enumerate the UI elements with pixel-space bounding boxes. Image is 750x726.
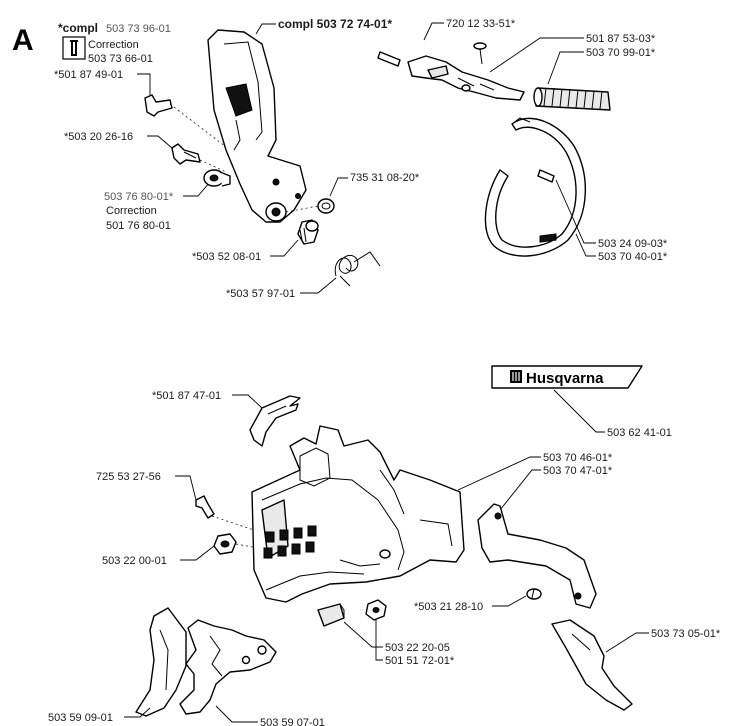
husqvarna-decal-503-62-41-01: Husqvarna <box>491 365 643 389</box>
side-plate-503-70-47-01 <box>477 503 597 609</box>
screw-725-53-27-56 <box>195 495 215 519</box>
label-503-57-97-01: *503 57 97-01 <box>226 288 295 300</box>
label-735-31-08-20: 735 31 08-20* <box>350 172 420 184</box>
label-503-62-41-01: 503 62 41-01 <box>607 427 672 439</box>
label-503-20-26-16: *503 20 26-16 <box>64 131 133 143</box>
bushing-503-76-80-01 <box>203 169 231 187</box>
label-compl-503-72-74-01: compl 503 72 74-01* <box>278 17 392 31</box>
cover-plate-503-73-05-01 <box>551 619 633 711</box>
label-503-21-28-10: *503 21 28-10 <box>414 601 483 613</box>
label-725-53-27-56: 725 53 27-56 <box>96 471 161 483</box>
brake-lever-501-87-53-03 <box>407 55 525 101</box>
circlip-735-31-08-20 <box>317 198 335 214</box>
label-501-87-49-01: *501 87 49-01 <box>54 69 123 81</box>
label-503-73-05-01: 503 73 05-01* <box>651 628 721 640</box>
label-503-70-46-01: 503 70 46-01* <box>543 452 613 464</box>
label-503-59-07-01: 503 59 07-01 <box>260 717 325 726</box>
label-compl-1-number: 503 73 96-01 <box>106 23 171 35</box>
label-503-70-47-01: 503 70 47-01* <box>543 465 613 477</box>
clutch-cover-503-70-46-01 <box>251 425 465 603</box>
label-503-22-20-05: 503 22 20-05 <box>385 642 450 654</box>
label-correction-2-number: 501 76 80-01 <box>106 220 171 232</box>
screw-503-20-26-16 <box>171 143 201 165</box>
label-503-52-08-01: *503 52 08-01 <box>192 251 261 263</box>
guard-plate-503-59-09-01 <box>135 607 187 717</box>
pin-501-87-49-01 <box>144 94 173 117</box>
label-correction-1-number: 503 73 66-01 <box>88 53 153 65</box>
sleeve-503-52-08-01 <box>297 219 319 245</box>
label-503-70-99-01: 503 70 99-01* <box>586 47 656 59</box>
rivet-503-24-09-03 <box>537 169 555 183</box>
nut-503-22-00-01 <box>213 533 237 555</box>
label-503-24-09-03: 503 24 09-03* <box>598 238 668 250</box>
pin-small <box>377 51 401 67</box>
label-503-70-40-01: 503 70 40-01* <box>598 251 668 263</box>
wrench-icon <box>62 36 86 60</box>
screw-720-12-33-51 <box>473 42 487 65</box>
label-503-22-00-01: 503 22 00-01 <box>102 555 167 567</box>
brake-band-503-70-40-01 <box>484 117 587 257</box>
chain-catcher-503-22-20-05 <box>317 603 345 627</box>
brand-name: Husqvarna <box>526 370 604 387</box>
label-501-87-47-01: *501 87 47-01 <box>152 390 221 402</box>
label-501-51-72-01: 501 51 72-01* <box>385 655 455 667</box>
label-501-87-53-03: 501 87 53-03* <box>586 33 656 45</box>
label-correction-1: Correction <box>88 39 139 51</box>
section-letter: A <box>12 24 34 57</box>
coil-spring-503-70-99-01 <box>533 87 611 111</box>
nut-501-51-72-01 <box>365 599 387 621</box>
husqvarna-crown-logo <box>510 370 522 383</box>
label-correction-2: Correction <box>106 205 157 217</box>
screw-503-21-28-10 <box>526 588 542 600</box>
bar-plate-503-59-07-01 <box>179 619 277 715</box>
torsion-spring-503-57-97-01 <box>334 251 381 287</box>
label-503-59-09-01: 503 59 09-01 <box>48 712 113 724</box>
label-503-76-80-01: 503 76 80-01* <box>104 191 174 203</box>
label-720-12-33-51: 720 12 33-51* <box>446 18 516 30</box>
label-compl-1: *compl <box>58 21 98 35</box>
brake-handle-503-72-74-01 <box>207 29 307 223</box>
clip-501-87-47-01 <box>249 395 301 447</box>
